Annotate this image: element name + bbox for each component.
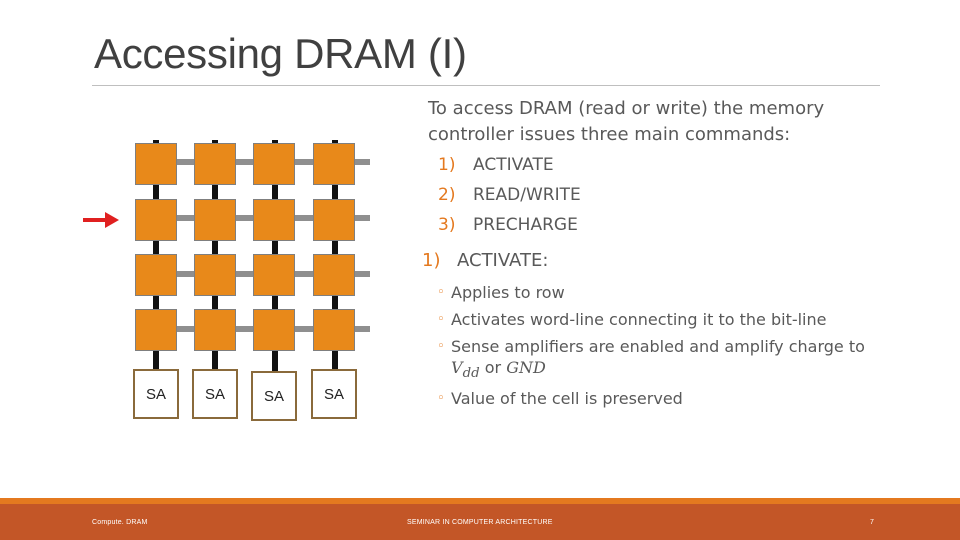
dram-cell (194, 254, 236, 296)
bullet-text: Applies to row (451, 283, 565, 302)
dram-cell (313, 254, 355, 296)
dram-cell (135, 254, 177, 296)
dram-cell (135, 199, 177, 241)
page-number: 7 (870, 519, 875, 526)
slide-title: Accessing DRAM (I) (94, 30, 467, 77)
dram-cell (253, 309, 295, 351)
gnd-symbol: GND (506, 358, 546, 377)
bullet-marker-icon: ◦ (437, 312, 445, 327)
command-label: ACTIVATE (473, 155, 554, 175)
bullet-text: Value of the cell is preserved (451, 389, 683, 409)
bullet-marker-icon: ◦ (437, 285, 445, 300)
bullet-text: Activates word-line connecting it to the… (451, 310, 827, 329)
dram-cell (253, 199, 295, 241)
dram-cell (313, 143, 355, 185)
row-select-arrow-icon (83, 212, 119, 228)
bullet-item: ◦ Applies to row (422, 282, 892, 303)
activate-heading: 1) ACTIVATE: (422, 246, 892, 276)
dram-cell (194, 143, 236, 185)
footer-center-text: SEMINAR IN COMPUTER ARCHITECTURE (407, 519, 553, 526)
command-number: 1) (438, 155, 456, 175)
dram-cell (135, 309, 177, 351)
command-number: 3) (438, 215, 456, 235)
footer-accent-bar (0, 498, 960, 504)
dram-cell (194, 199, 236, 241)
bullet-item: ◦ Value of the cell is preserved (422, 388, 892, 409)
bullet-item: ◦ Activates word-line connecting it to t… (422, 309, 892, 330)
command-label: PRECHARGE (473, 215, 578, 235)
vdd-symbol: Vdd (451, 358, 480, 382)
command-number: 2) (438, 185, 456, 205)
dram-cell (194, 309, 236, 351)
sense-amplifier: SA (311, 369, 357, 419)
footer-band (0, 504, 960, 540)
footer-left-text: Compute. DRAM (92, 519, 148, 526)
sense-amplifier: SA (133, 369, 179, 419)
section-number: 1) (422, 250, 441, 271)
dram-array-diagram: SA SA SA SA (80, 140, 380, 430)
sense-amplifier: SA (251, 371, 297, 421)
dram-cell (135, 143, 177, 185)
title-divider (92, 85, 880, 86)
bullet-item: ◦ Sense amplifiers are enabled and ampli… (422, 336, 892, 384)
bullet-text: Sense amplifiers are enabled and amplify… (451, 337, 865, 356)
dram-cell (313, 309, 355, 351)
intro-text: To access DRAM (read or write) the memor… (428, 98, 825, 145)
slide-body: To access DRAM (read or write) the memor… (422, 96, 892, 409)
command-item: 2) READ/WRITE (422, 180, 892, 210)
command-item: 1) ACTIVATE (422, 150, 892, 180)
command-label: READ/WRITE (473, 185, 581, 205)
bullet-marker-icon: ◦ (437, 339, 445, 354)
or-text: or (484, 358, 502, 377)
dram-cell (253, 143, 295, 185)
dram-cell (313, 199, 355, 241)
command-item: 3) PRECHARGE (422, 210, 892, 240)
sense-amplifier: SA (192, 369, 238, 419)
section-label: ACTIVATE: (457, 250, 549, 271)
dram-cell (253, 254, 295, 296)
bullet-marker-icon: ◦ (437, 391, 445, 407)
